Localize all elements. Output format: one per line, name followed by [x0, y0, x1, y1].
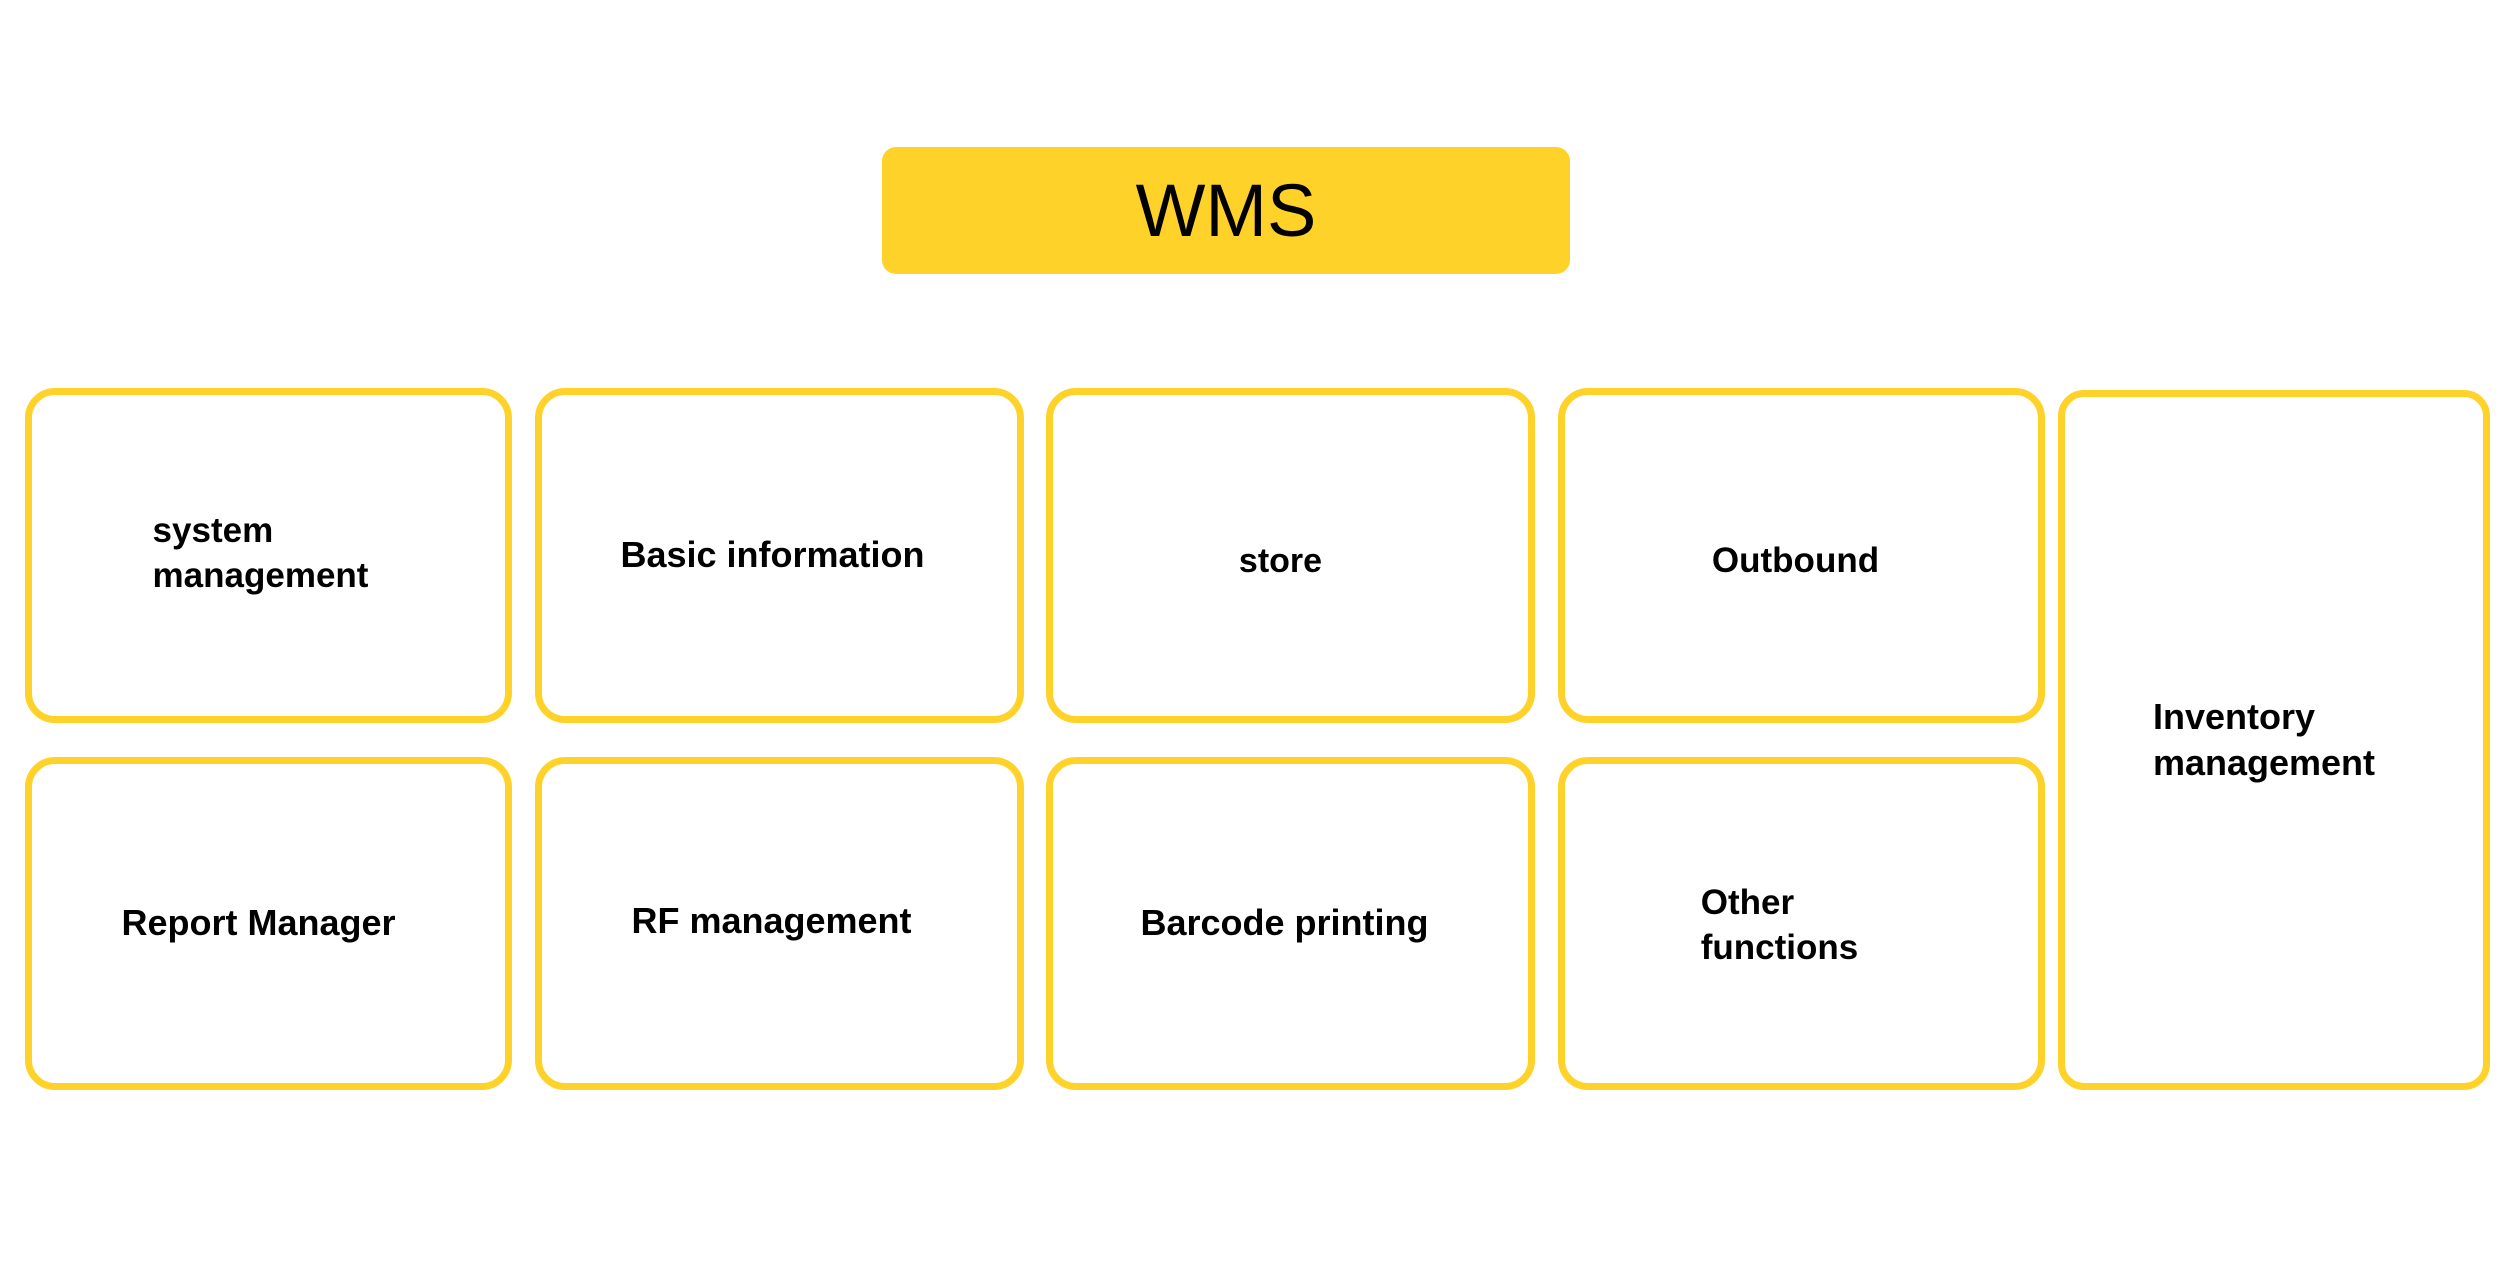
module-box-outbound[interactable]: Outbound: [1558, 388, 2045, 723]
module-label-outbound: Outbound: [1711, 541, 1880, 581]
module-box-other-functions[interactable]: Other functions: [1558, 757, 2045, 1090]
module-label-other-functions: Other functions: [1700, 882, 1859, 967]
module-box-report-manager[interactable]: Report Manager: [25, 757, 512, 1090]
module-box-rf-management[interactable]: RF management: [535, 757, 1024, 1090]
module-label-basic-information: Basic information: [620, 534, 925, 576]
module-box-store[interactable]: store: [1046, 388, 1535, 723]
module-box-barcode-printing[interactable]: Barcode printing: [1046, 757, 1535, 1090]
wms-header-box[interactable]: WMS: [882, 147, 1570, 274]
module-box-inventory-management[interactable]: Inventory management: [2058, 390, 2490, 1090]
module-label-report-manager: Report Manager: [121, 902, 396, 944]
module-label-system-management: system management: [152, 510, 369, 595]
module-label-rf-management: RF management: [631, 900, 912, 942]
wms-header-label: WMS: [1135, 168, 1317, 252]
module-label-barcode-printing: Barcode printing: [1140, 902, 1429, 944]
module-box-basic-information[interactable]: Basic information: [535, 388, 1024, 723]
module-label-inventory-management: Inventory management: [2152, 695, 2376, 783]
module-box-system-management[interactable]: system management: [25, 388, 512, 723]
module-label-store: store: [1238, 541, 1323, 580]
